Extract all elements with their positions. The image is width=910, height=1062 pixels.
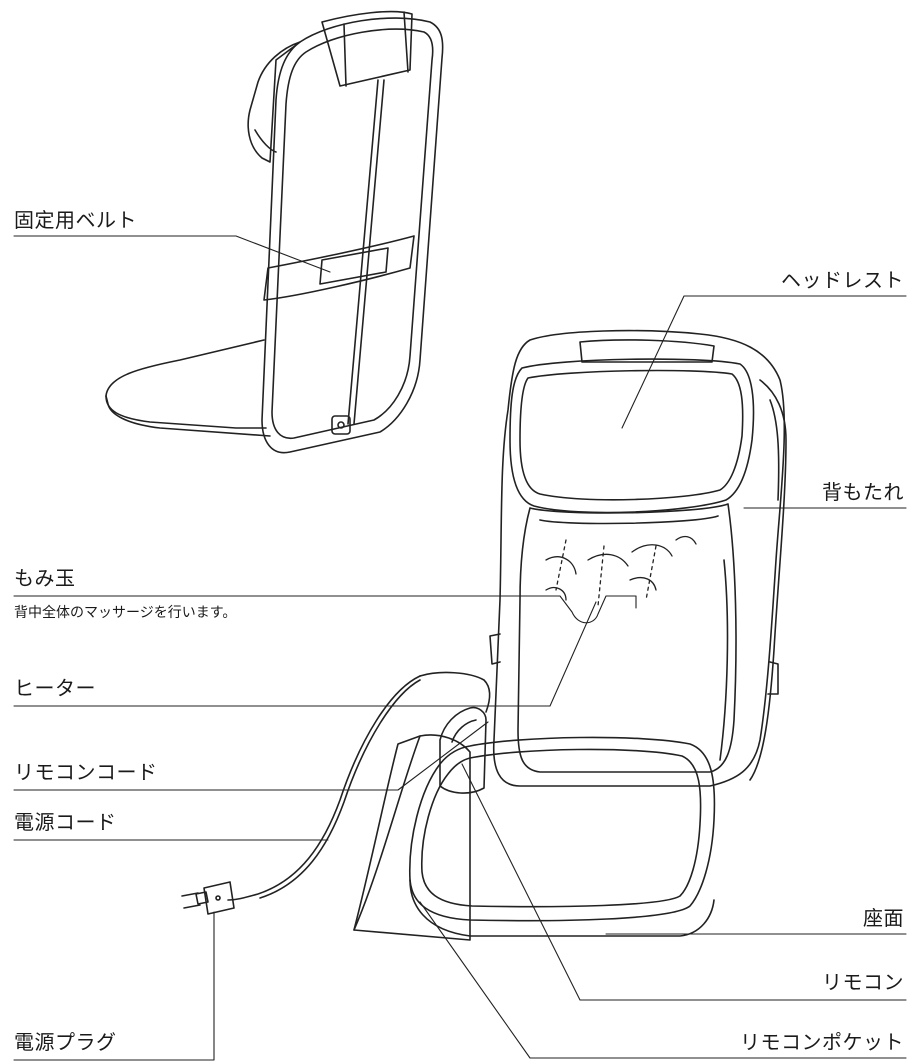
power-cord-line [227, 675, 421, 901]
label-remote: リモコン [822, 970, 904, 994]
rear-back-panel [261, 17, 444, 454]
front-backrest-cover [517, 503, 737, 773]
right-side-strap [767, 661, 779, 695]
label-fixing-belt: 固定用ベルト [14, 208, 137, 232]
remote-cord-line [419, 671, 491, 713]
left-side-strap [489, 633, 501, 665]
label-heater: ヒーター [14, 676, 96, 700]
rear-top-flap [321, 10, 413, 87]
leader-lines [13, 235, 907, 1061]
label-power-cord: 電源コード [14, 810, 117, 834]
remote-control-shape [439, 706, 487, 794]
label-backrest: 背もたれ [822, 480, 904, 504]
massage-ball-tracks [555, 539, 657, 607]
front-view-chair [181, 329, 787, 941]
label-power-plug: 電源プラグ [14, 1030, 117, 1054]
label-remote-pocket: リモコンポケット [740, 1030, 904, 1054]
rear-headrest-wing [247, 41, 301, 163]
remote-pocket-shape [353, 734, 471, 941]
massage-balls-description: 背中全体のマッサージを行います。 [14, 605, 237, 621]
rear-seat [105, 339, 267, 429]
label-massage-balls: もみ玉 [14, 566, 76, 590]
massage-ball-bumps [545, 535, 697, 575]
label-remote-cord: リモコンコード [14, 760, 158, 784]
rear-fixing-belt [263, 235, 415, 301]
front-seat [408, 736, 716, 922]
rear-view-chair [105, 10, 444, 454]
front-headrest [509, 358, 755, 514]
label-headrest: ヘッドレスト [781, 268, 904, 292]
power-plug-shape [181, 881, 235, 915]
front-back-shell [492, 329, 786, 787]
label-seat: 座面 [863, 906, 904, 930]
